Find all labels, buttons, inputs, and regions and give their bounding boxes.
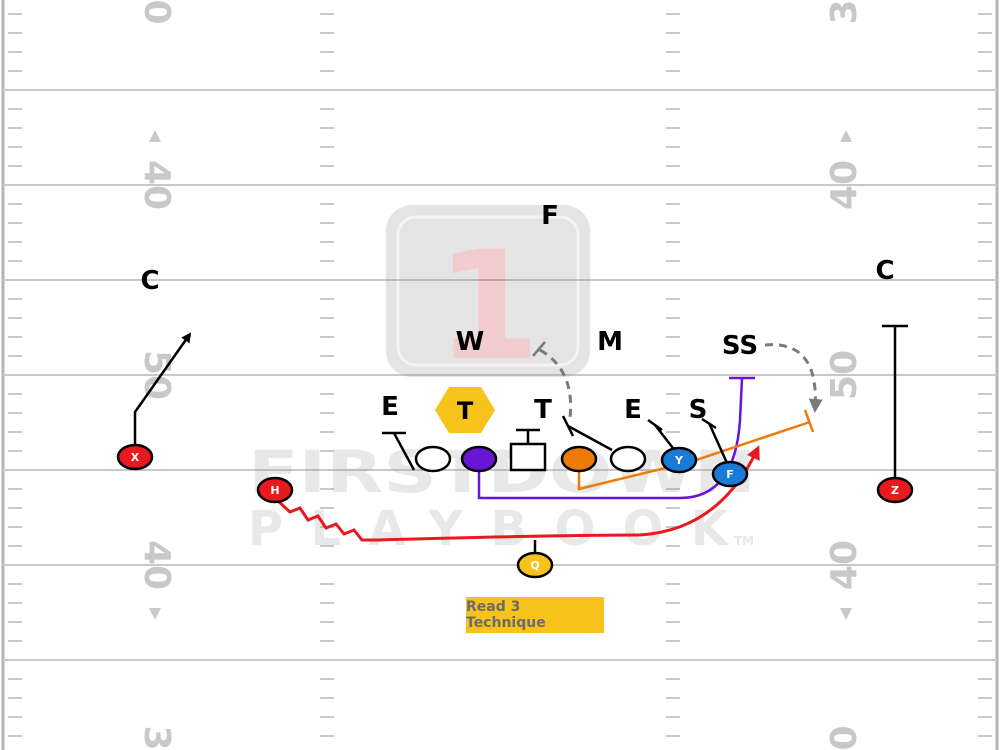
tight-end-y-label: Y bbox=[674, 454, 684, 467]
hash-marks bbox=[8, 13, 992, 737]
yard-number-lower-left: 40 bbox=[136, 540, 177, 590]
receiver-x-label: X bbox=[131, 451, 140, 464]
defensive-reads bbox=[382, 415, 729, 471]
fullback-f-label: F bbox=[726, 468, 734, 481]
defender-strong-safety: SS bbox=[722, 331, 758, 361]
receiver-z-label: Z bbox=[891, 484, 899, 497]
yard-numbers: 0 3 40 40 50 50 40 40 3 0 bbox=[136, 0, 865, 750]
three-technique-hexagon bbox=[435, 387, 495, 433]
defender-sam: S bbox=[689, 395, 708, 425]
receiver-h-label: H bbox=[270, 484, 279, 497]
receiver-h-marker bbox=[256, 476, 294, 504]
x-route bbox=[133, 332, 192, 450]
orange-read-path bbox=[577, 420, 811, 491]
firstdown-logo-watermark: 1 bbox=[386, 205, 590, 394]
watermark-tm: TM bbox=[734, 534, 754, 548]
defender-end-left: E bbox=[381, 392, 399, 422]
left-tackle bbox=[414, 445, 452, 473]
logo-numeral: 1 bbox=[436, 220, 540, 394]
w-dashed-path bbox=[539, 348, 573, 419]
receiver-z-marker bbox=[876, 476, 914, 504]
tight-end-y-marker bbox=[660, 446, 698, 474]
w-path-cap bbox=[532, 341, 546, 357]
yard-number-upper-left: 40 bbox=[136, 160, 177, 210]
defender-end-right: E bbox=[624, 395, 642, 425]
watermark-playbook: PLAYBOOK bbox=[248, 501, 730, 557]
h-route bbox=[275, 445, 760, 542]
defender-corner-right: C bbox=[875, 256, 894, 286]
quarterback-marker bbox=[516, 551, 554, 579]
orange-read-cap bbox=[803, 409, 815, 433]
defender-mike: M bbox=[597, 327, 623, 357]
technique-caption: Read 3 Technique bbox=[466, 599, 546, 631]
quarterback-label: Q bbox=[530, 559, 539, 572]
technique-caption-box: Read 3 Technique bbox=[466, 597, 604, 633]
offensive-line bbox=[414, 428, 647, 473]
yard-lines bbox=[3, 89, 997, 661]
yard-number-mid-right: 50 bbox=[824, 350, 865, 400]
defense-labels: C C F W M SS E T E S bbox=[140, 201, 894, 425]
center bbox=[509, 442, 547, 472]
yard-number-bottom-left: 3 bbox=[136, 725, 177, 750]
ss-rotation-path bbox=[764, 343, 823, 413]
fullback-f-marker bbox=[711, 460, 749, 488]
yard-number-upper-right: 40 bbox=[824, 160, 865, 210]
yard-direction-arrows bbox=[149, 130, 852, 620]
left-guard bbox=[460, 445, 498, 473]
receiver-x-marker bbox=[116, 443, 154, 471]
yard-number-top-left: 0 bbox=[136, 0, 177, 25]
defender-tackle-left: T bbox=[457, 397, 474, 425]
yard-number-lower-right: 40 bbox=[824, 540, 865, 590]
defender-free-safety: F bbox=[541, 201, 559, 231]
defender-corner-left: C bbox=[140, 266, 159, 296]
defender-will: W bbox=[456, 327, 485, 357]
yard-number-bottom-right: 0 bbox=[824, 725, 865, 750]
right-guard bbox=[560, 445, 598, 473]
yard-number-top-right: 3 bbox=[824, 0, 865, 25]
defender-tackle-right: T bbox=[534, 395, 552, 425]
yard-number-mid-left: 50 bbox=[136, 350, 177, 400]
skill-players: X H Q Y F Z bbox=[116, 443, 914, 579]
right-tackle bbox=[609, 445, 647, 473]
